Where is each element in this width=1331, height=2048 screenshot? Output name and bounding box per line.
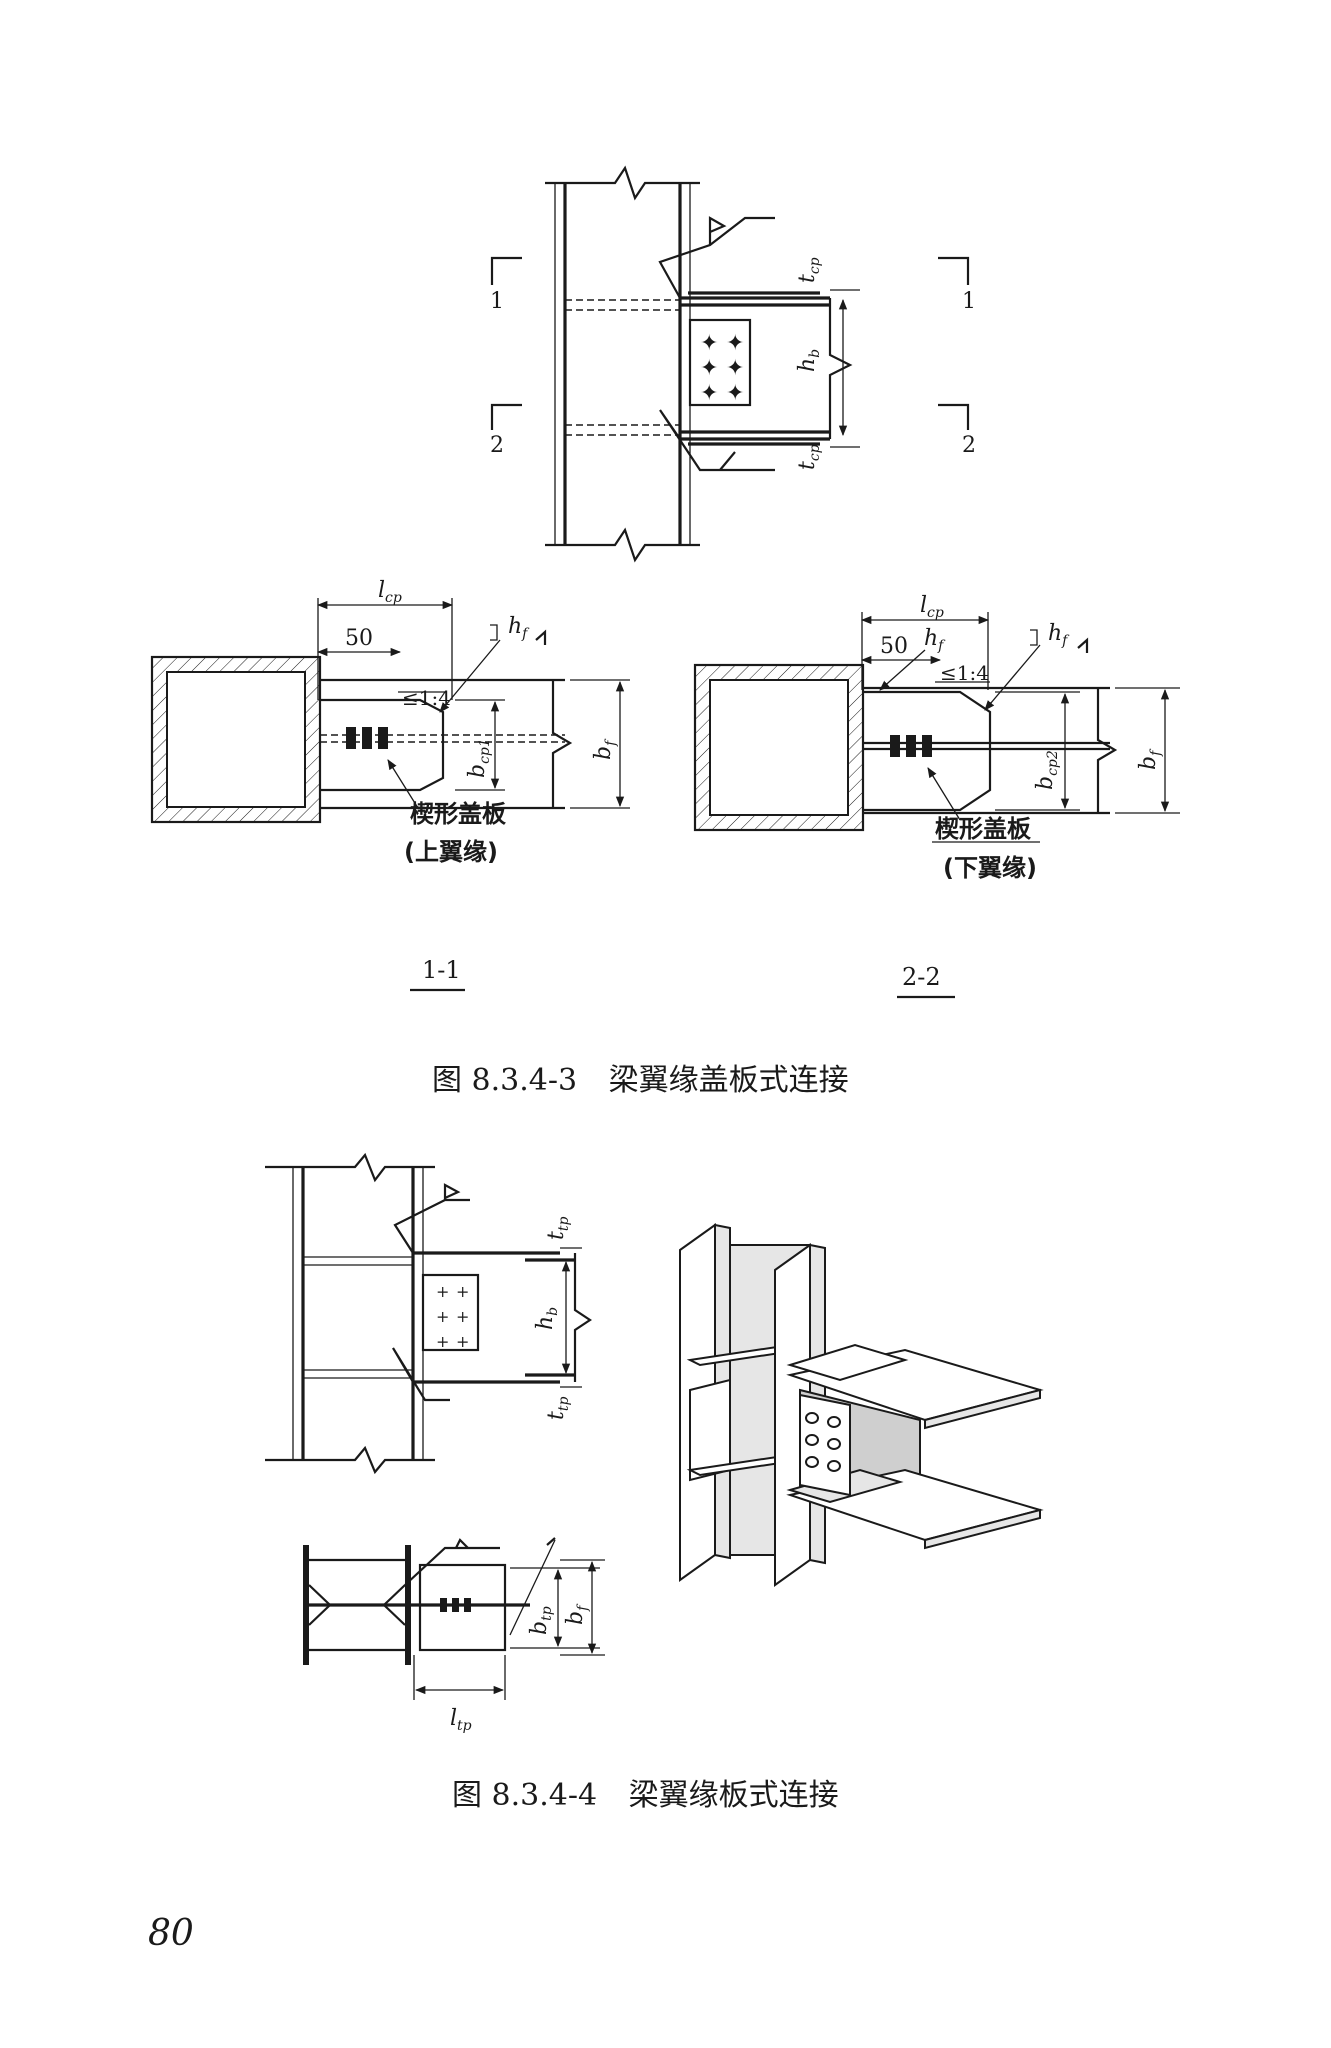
fig2-bolt-group: + + + + + + [436, 1282, 469, 1351]
fig2-plan: btp bf ltp [303, 1537, 605, 1734]
fig2-plan-column-left [303, 1545, 309, 1665]
svg-text:lcp: lcp [378, 578, 402, 606]
fig2-elevation: + + + + + + hb ttp ttp [265, 1152, 592, 1475]
svg-text:bcp1: bcp1 [465, 738, 493, 778]
fig1-section-2-2: lcp 50 hf ≤1:4 hf bcp2 bf 楔形盖板 (下翼缘) 2-2 [693, 593, 1180, 999]
fig2-ttp-bottom-label: t [544, 1411, 569, 1420]
svg-text:图 8.3.4-3 梁翼缘盖板式连接: 图 8.3.4-3 梁翼缘盖板式连接 [432, 1063, 849, 1098]
svg-text:2: 2 [490, 433, 504, 458]
wedge-cover-plate-bottom [863, 690, 992, 812]
fig2-isometric-view [679, 1223, 1044, 1587]
fig2-ltp-label: l [450, 1706, 457, 1731]
s11-hf-label: h [508, 614, 522, 639]
s22-hf-label: h [924, 626, 938, 651]
svg-text:hf: hf [508, 614, 530, 642]
svg-text:bcp2: bcp2 [1033, 750, 1061, 790]
s22-dim-50: 50 [880, 634, 908, 659]
bolt-group: ✦✦ ✦✦ ✦✦ [700, 331, 744, 406]
page-number: 80 [148, 1913, 194, 1954]
svg-text:hf: hf [924, 626, 946, 654]
s11-plate-name: 楔形盖板 [410, 800, 507, 828]
svg-text:bf: bf [591, 738, 619, 760]
s22-bcp2-label: b [1033, 776, 1058, 790]
s22-title: 2-2 [902, 963, 941, 991]
section-mark-2-right [938, 403, 970, 430]
svg-text:hb: hb [533, 1307, 561, 1330]
svg-text:✦: ✦ [700, 381, 718, 406]
svg-text:+: + [456, 1332, 469, 1351]
svg-text:btp: btp [527, 1606, 555, 1635]
fig1-section-1-1: lcp 50 ≤1:4 hf bcp1 bf 楔形盖板 (上翼缘) 1-1 [150, 578, 630, 992]
fig1-hb-label: h [795, 358, 820, 372]
fig2-shear-tab [421, 1273, 480, 1352]
fig2-bf-label: b [563, 1611, 588, 1625]
svg-text:+: + [436, 1307, 449, 1326]
svg-text:+: + [456, 1307, 469, 1326]
break-line-bottom [545, 527, 700, 563]
svg-text:+: + [456, 1282, 469, 1301]
fig2-ttp-top-label: t [544, 1231, 569, 1240]
fig1-caption-title: 梁翼缘盖板式连接 [609, 1063, 849, 1098]
svg-text:ltp: ltp [450, 1706, 472, 1734]
svg-text:✦: ✦ [700, 356, 718, 381]
fig1-caption-number: 图 8.3.4-3 [432, 1063, 577, 1098]
fig1-elevation: ✦✦ ✦✦ ✦✦ hb tcp tcp 1 1 2 2 [490, 165, 976, 563]
s22-lcp-label: l [920, 593, 927, 618]
section-mark-1-right [938, 256, 970, 285]
svg-text:2: 2 [962, 433, 976, 458]
fig1-tcp-top-label: t [795, 274, 820, 283]
wedge-cover-plate-top [320, 698, 445, 792]
break-line-top [545, 165, 700, 201]
iso-shear-tab [799, 1393, 851, 1497]
iso-top-flange-plate [786, 1343, 909, 1382]
fig2-caption-number: 图 8.3.4-4 [452, 1778, 597, 1813]
weld-leader-top [658, 216, 775, 299]
svg-text:✦: ✦ [700, 331, 718, 356]
svg-text:图 8.3.4-4 梁翼缘板式连接: 图 8.3.4-4 梁翼缘板式连接 [452, 1778, 839, 1813]
fig2-btp-label: b [527, 1621, 552, 1635]
svg-text:1: 1 [962, 289, 976, 314]
s11-dim-50: 50 [345, 626, 373, 651]
svg-text:1: 1 [490, 289, 504, 314]
svg-text:tcp: tcp [795, 257, 823, 283]
svg-text:hf: hf [1048, 621, 1070, 649]
section-mark-2-left [490, 403, 522, 430]
fig2-flange-plate-plan [418, 1563, 507, 1652]
section-mark-1-left [490, 256, 522, 285]
svg-text:tcp: tcp [795, 444, 823, 470]
fig1-tcp-bottom-label: t [795, 461, 820, 470]
shear-tab [688, 318, 752, 407]
svg-text:bf: bf [563, 1603, 591, 1625]
s22-hf2-label: h [1048, 621, 1062, 646]
svg-text:hb: hb [795, 349, 823, 372]
s22-bf-label: b [1136, 756, 1161, 770]
svg-text:✦: ✦ [726, 381, 744, 406]
svg-text:+: + [436, 1282, 449, 1301]
s22-slope: ≤1:4 [940, 661, 989, 685]
s11-lcp-label: l [378, 578, 385, 603]
s11-bcp1-label: b [465, 764, 490, 778]
svg-text:✦: ✦ [726, 356, 744, 381]
svg-text:ttp: ttp [544, 1397, 572, 1420]
s22-plate-name: 楔形盖板 [935, 815, 1032, 843]
beam-break-line [828, 298, 853, 439]
s11-plate-position: (上翼缘) [404, 838, 498, 866]
fig2-caption-title: 梁翼缘板式连接 [629, 1778, 839, 1813]
svg-text:bf: bf [1136, 748, 1164, 770]
svg-text:✦: ✦ [726, 331, 744, 356]
fig2-hb-label: h [533, 1316, 558, 1330]
s11-bf-label: b [591, 746, 616, 760]
s22-plate-position: (下翼缘) [943, 854, 1037, 882]
svg-text:lcp: lcp [920, 593, 944, 621]
svg-text:ttp: ttp [544, 1217, 572, 1240]
svg-text:+: + [436, 1332, 449, 1351]
s11-slope: ≤1:4 [402, 686, 451, 710]
s11-title: 1-1 [422, 956, 461, 984]
weld-leader-bottom [659, 409, 775, 472]
